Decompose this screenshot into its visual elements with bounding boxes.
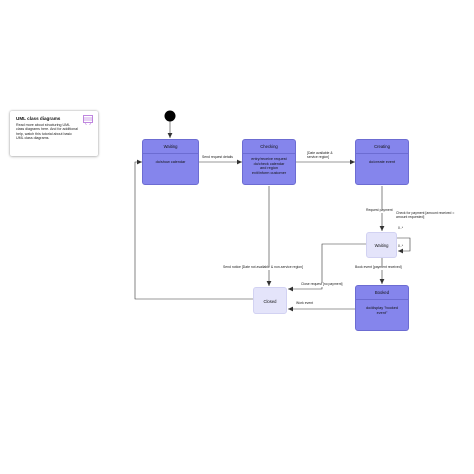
note-body: Read more about structuring UML class di… bbox=[16, 123, 78, 140]
state-creating-divider bbox=[356, 153, 408, 154]
state-closed-title: Closed bbox=[263, 299, 277, 304]
state-waiting-title: Waiting bbox=[163, 144, 178, 149]
uml-class-diagram-icon bbox=[83, 115, 93, 125]
label-work-event: Work event bbox=[296, 301, 314, 306]
initial-node bbox=[164, 110, 176, 122]
state-booked[interactable]: Booked do/display "booked event" bbox=[355, 285, 409, 331]
state-creating-title: Creating bbox=[374, 144, 390, 149]
label-request-payment: Request payment bbox=[366, 208, 393, 213]
state-checking-divider bbox=[243, 153, 295, 154]
label-send-request-details: Send request details bbox=[202, 155, 233, 160]
label-close-request: Close request [no payment] bbox=[301, 282, 343, 287]
note-title: UML class diagrams bbox=[16, 116, 61, 121]
state-closed[interactable]: Closed bbox=[253, 287, 287, 314]
state-booked-divider bbox=[356, 299, 408, 300]
state-waiting[interactable]: Waiting do/show calendar bbox=[142, 139, 199, 185]
state-creating[interactable]: Creating do/create event bbox=[355, 139, 409, 185]
transition-closed-to-waiting bbox=[134, 159, 253, 300]
label-check-for-payment: Check for payment [amount received = amo… bbox=[396, 211, 455, 219]
state-checking[interactable]: Checking entry/receive request do/check … bbox=[242, 139, 296, 185]
state-checking-title: Checking bbox=[260, 144, 278, 149]
label-book-event: Book event [payment received] bbox=[355, 265, 402, 270]
label-multiplicity-top: 0..* bbox=[398, 226, 404, 230]
state-waiting-payment[interactable]: Waiting bbox=[366, 232, 397, 258]
transition-waiting-self-loop bbox=[397, 237, 411, 254]
state-checking-activity: entry/receive request do/check calendar … bbox=[251, 157, 287, 175]
state-waiting-payment-title: Waiting bbox=[374, 243, 389, 248]
state-creating-activity: do/create event bbox=[368, 160, 396, 164]
label-date-available: [Date available & service region] bbox=[307, 151, 333, 159]
state-waiting-activity: do/show calendar bbox=[155, 160, 186, 164]
transition-close-request bbox=[288, 243, 366, 292]
state-booked-activity: do/display "booked event" bbox=[366, 306, 398, 315]
label-send-notice: Send notice [Date not available & non-se… bbox=[223, 265, 303, 270]
state-waiting-divider bbox=[143, 153, 198, 154]
state-booked-title: Booked bbox=[374, 290, 390, 295]
label-multiplicity-bottom: 0..* bbox=[398, 244, 404, 248]
